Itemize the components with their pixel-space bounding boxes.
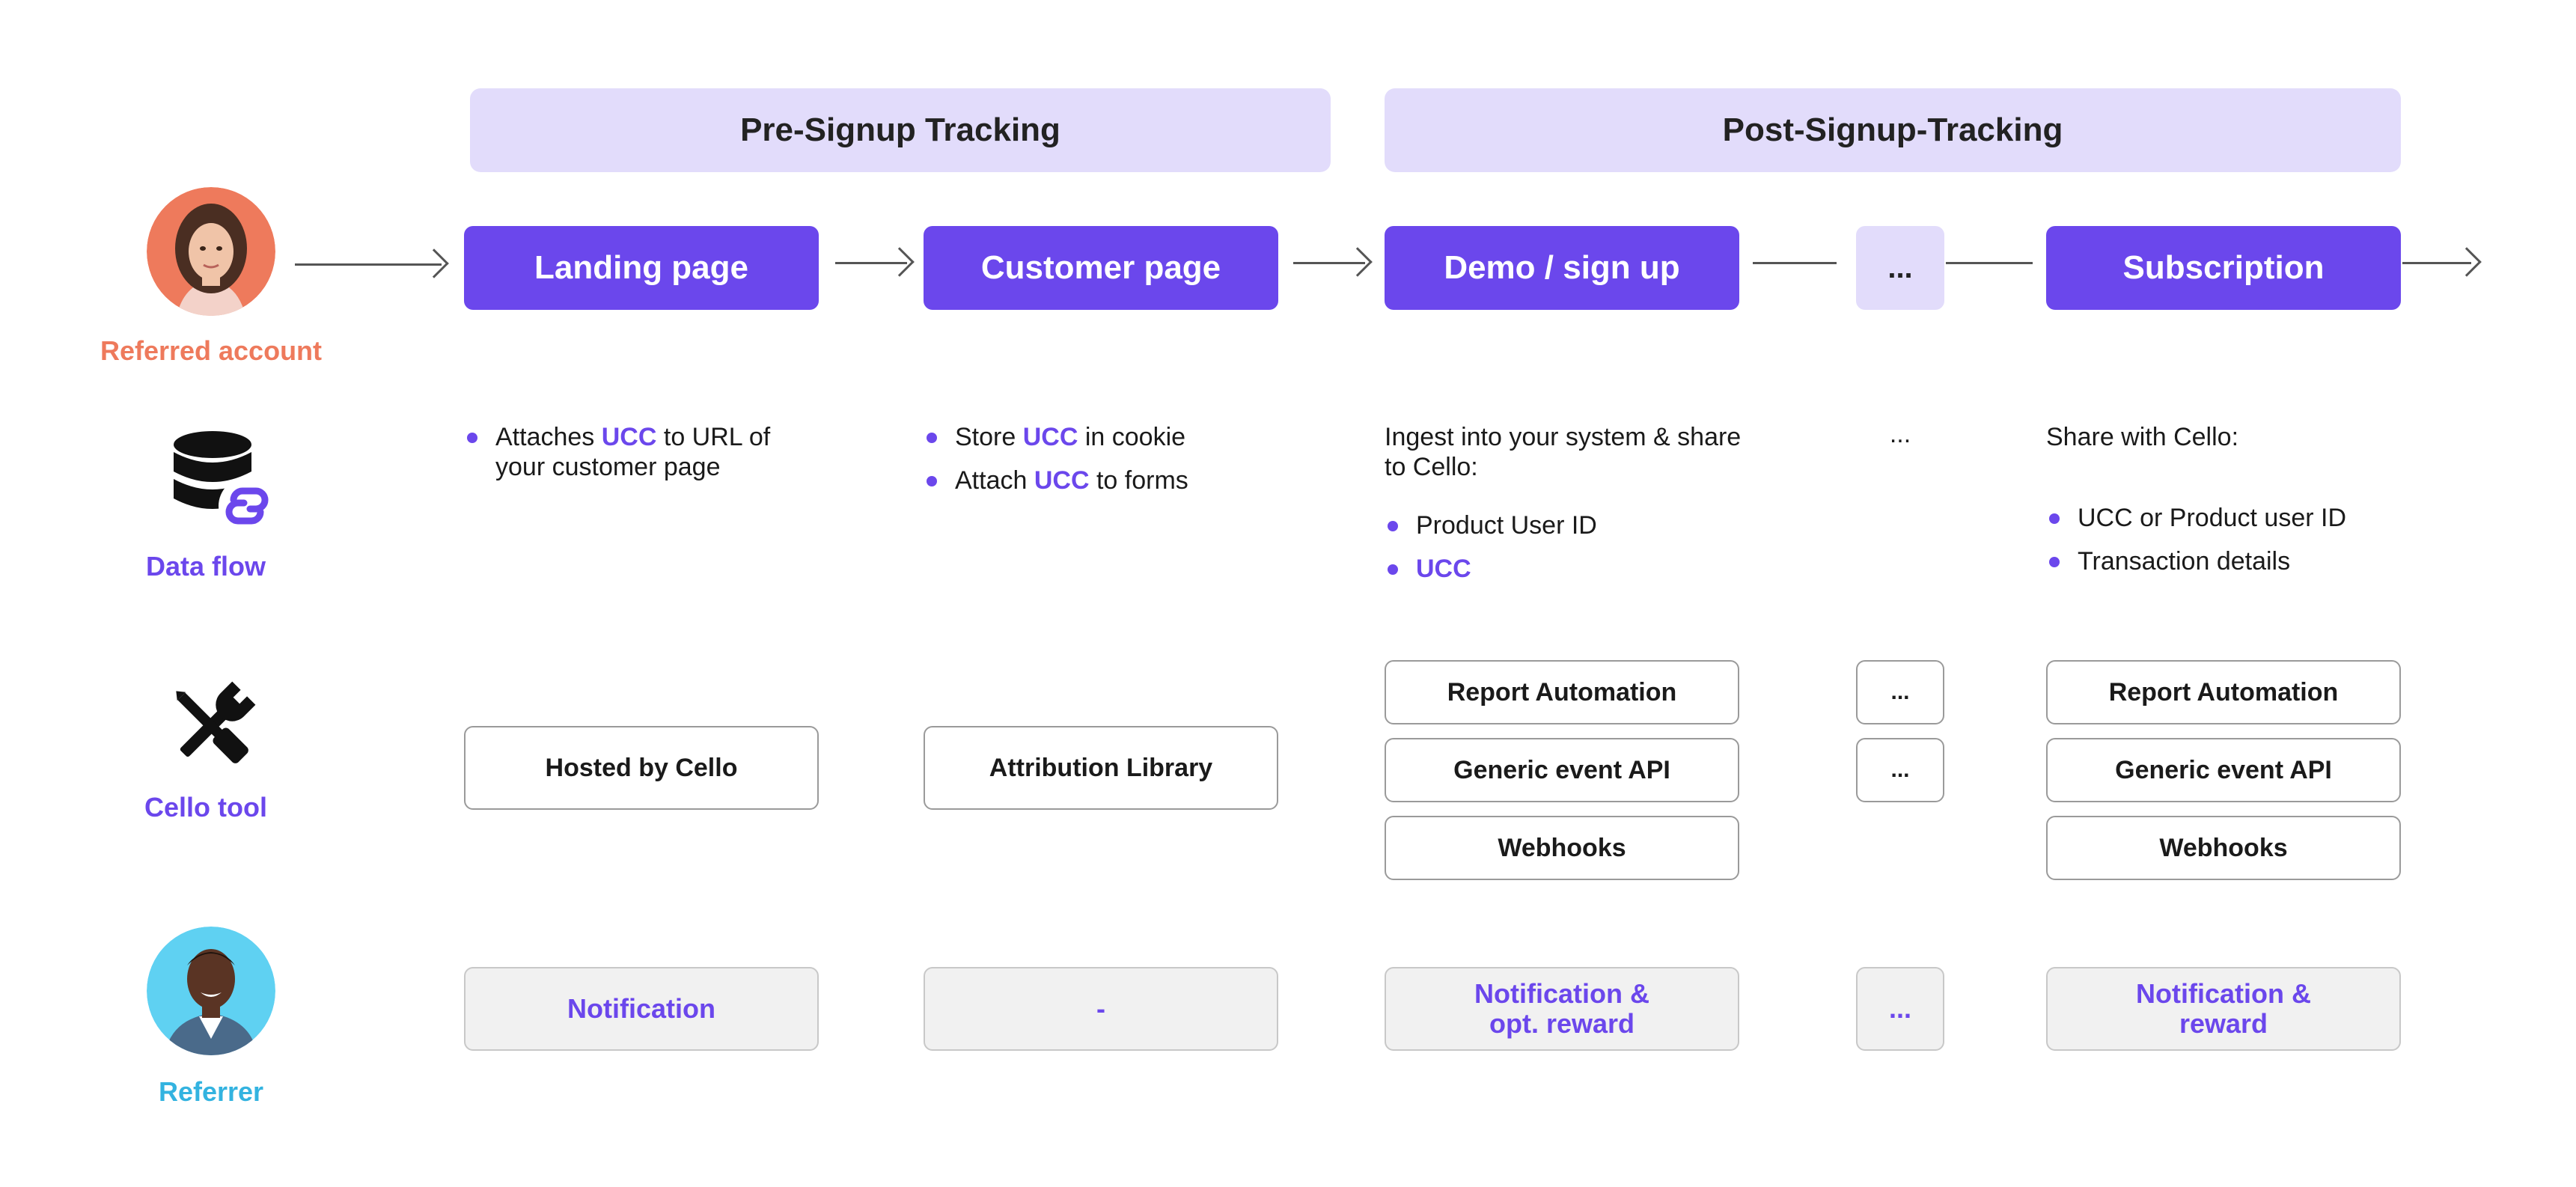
notification-demo: Notification & opt. reward bbox=[1385, 967, 1739, 1051]
arrowhead-demo bbox=[1343, 247, 1373, 277]
data-flow-label: Data flow bbox=[145, 551, 266, 582]
dataflow-subscription-item: Transaction details bbox=[2046, 546, 2420, 576]
line-ellipsis-to-subscription bbox=[1946, 262, 2033, 264]
tool-subscription-report-automation: Report Automation bbox=[2046, 660, 2401, 724]
tool-subscription-webhooks: Webhooks bbox=[2046, 816, 2401, 880]
dataflow-landing-item: Attaches UCC to URL of your customer pag… bbox=[464, 422, 823, 482]
arrow-to-demo bbox=[1293, 262, 1365, 264]
tool-demo-webhooks: Webhooks bbox=[1385, 816, 1739, 880]
notification-customer: - bbox=[924, 967, 1278, 1051]
stage-landing-page: Landing page bbox=[464, 226, 819, 310]
dataflow-demo-item: Product User ID bbox=[1385, 510, 1759, 540]
stage-customer-page: Customer page bbox=[924, 226, 1278, 310]
referrer-label: Referrer bbox=[158, 1076, 264, 1107]
tool-demo-report-automation: Report Automation bbox=[1385, 660, 1739, 724]
stage-demo-sign-up: Demo / sign up bbox=[1385, 226, 1739, 310]
dataflow-demo-intro: Ingest into your system & share to Cello… bbox=[1385, 423, 1742, 481]
referred-account-avatar bbox=[147, 187, 275, 316]
phase-post-signup-label: Post-Signup-Tracking bbox=[1722, 112, 2063, 148]
arrowhead-end bbox=[2452, 247, 2482, 277]
tool-demo-generic-event-api: Generic event API bbox=[1385, 738, 1739, 802]
dataflow-demo: Ingest into your system & share to Cello… bbox=[1385, 422, 1759, 597]
dataflow-landing: Attaches UCC to URL of your customer pag… bbox=[464, 422, 823, 495]
line-demo-to-ellipsis bbox=[1753, 262, 1837, 264]
referrer-avatar bbox=[147, 927, 275, 1055]
phase-pre-signup: Pre-Signup Tracking bbox=[470, 88, 1331, 172]
notification-ellipsis: ... bbox=[1856, 967, 1944, 1051]
tool-hosted-by-cello: Hosted by Cello bbox=[464, 726, 819, 810]
dataflow-customer: Store UCC in cookie Attach UCC to forms bbox=[924, 422, 1283, 509]
arrow-to-customer bbox=[835, 262, 907, 264]
arrow-to-landing bbox=[295, 263, 442, 266]
notification-landing: Notification bbox=[464, 967, 819, 1051]
tool-attribution-library: Attribution Library bbox=[924, 726, 1278, 810]
database-sync-icon bbox=[169, 428, 277, 534]
dataflow-subscription-item: UCC or Product user ID bbox=[2046, 503, 2420, 533]
stage-ellipsis: ... bbox=[1856, 226, 1944, 310]
dataflow-subscription: Share with Cello: UCC or Product user ID… bbox=[2046, 422, 2420, 590]
cello-tool-label: Cello tool bbox=[144, 792, 267, 823]
referred-account-label: Referred account bbox=[100, 335, 323, 366]
dataflow-demo-item: UCC bbox=[1385, 554, 1759, 584]
phase-post-signup: Post-Signup-Tracking bbox=[1385, 88, 2401, 172]
stage-subscription: Subscription bbox=[2046, 226, 2401, 310]
tool-ellipsis-2: ... bbox=[1856, 738, 1944, 802]
tool-ellipsis-1: ... bbox=[1856, 660, 1944, 724]
arrow-after-subscription bbox=[2402, 262, 2471, 264]
dataflow-subscription-intro: Share with Cello: bbox=[2046, 423, 2239, 451]
phase-pre-signup-label: Pre-Signup Tracking bbox=[740, 112, 1060, 148]
arrowhead-customer bbox=[885, 247, 915, 277]
dataflow-customer-item: Store UCC in cookie bbox=[924, 422, 1283, 452]
notification-subscription: Notification & reward bbox=[2046, 967, 2401, 1051]
dataflow-ellipsis: ... bbox=[1889, 420, 1911, 448]
tool-subscription-generic-event-api: Generic event API bbox=[2046, 738, 2401, 802]
tools-icon bbox=[162, 677, 260, 775]
dataflow-customer-item: Attach UCC to forms bbox=[924, 466, 1283, 495]
arrowhead-landing bbox=[419, 248, 449, 278]
